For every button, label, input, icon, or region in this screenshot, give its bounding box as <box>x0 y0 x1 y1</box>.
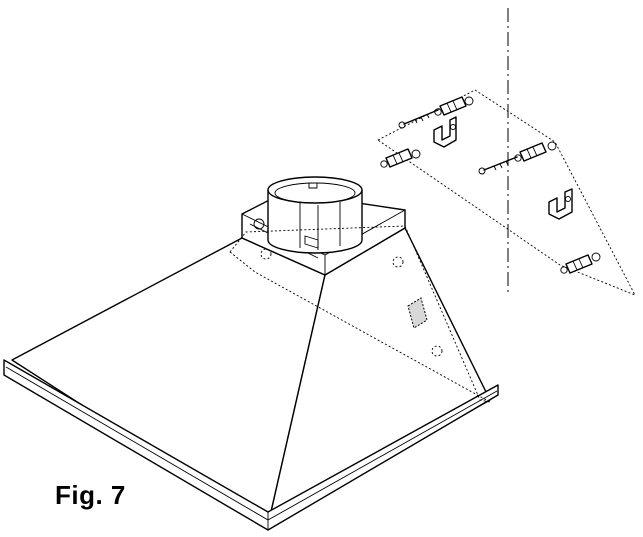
hanging-bracket-icon <box>433 116 457 148</box>
cooker-hood-icon <box>3 176 499 531</box>
wall-plug-icon <box>434 96 474 116</box>
screw-icon <box>478 156 518 175</box>
hanging-bracket-icon <box>548 188 573 220</box>
drilling-template-outline <box>377 89 636 296</box>
figure-caption: Fig. 7 <box>55 480 126 510</box>
screw-icon <box>398 109 439 129</box>
wall-plug-icon <box>380 148 421 168</box>
wall-plug-icon <box>560 252 601 274</box>
wall-plug-icon <box>514 141 557 162</box>
